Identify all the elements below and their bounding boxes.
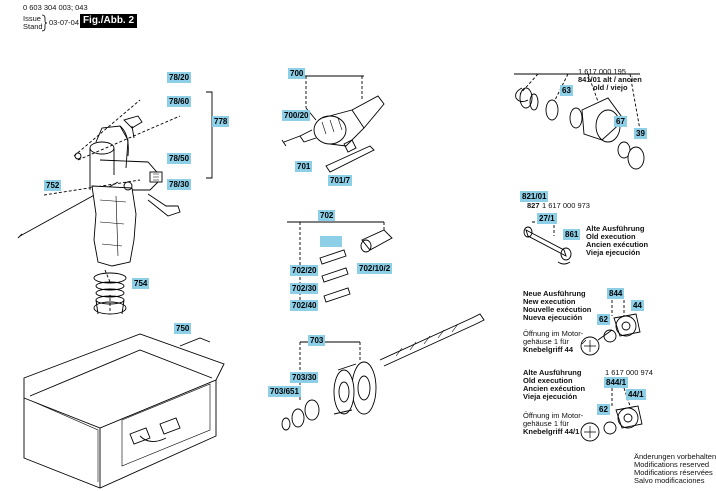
opening-note-1-line1: Öffnung im Motor- (523, 329, 584, 338)
part-label-703-30: 703/30 (290, 372, 319, 383)
opening-note-2-line3: Knebelgriff 44/1 (523, 427, 580, 436)
part-827-label: 827 (527, 201, 540, 210)
part-label-703-651: 703/651 (268, 386, 301, 397)
part-label-700-20: 700/20 (282, 110, 311, 121)
old-execution-1-de: Alte Ausführung (586, 224, 645, 233)
old-execution-1-es: Vieja ejecución (586, 248, 641, 257)
part-label-844-1: 844/1 (604, 377, 629, 388)
footer-note-es: Salvo modificaciones (634, 476, 705, 485)
old-execution-2-de: Alte Ausführung (523, 368, 582, 377)
part-label-39: 39 (634, 128, 647, 139)
part-label-750: 750 (174, 323, 192, 334)
part-label-752: 752 (44, 180, 62, 191)
stand-label: Stand (23, 22, 43, 31)
part-label-78-20: 78/20 (167, 72, 192, 83)
part-label-78-60: 78/60 (167, 96, 192, 107)
new-execution-en: New execution (523, 297, 576, 306)
part-label-62: 62 (597, 314, 610, 325)
chuck-old-note: old / viejo (593, 83, 628, 92)
footer-note-de: Änderungen vorbehalten (634, 452, 716, 461)
part-label-754: 754 (132, 278, 150, 289)
new-execution-es: Nueva ejecución (523, 313, 583, 322)
part-label-78-50: 78/50 (167, 153, 192, 164)
part-label-27-1: 27/1 (537, 213, 557, 224)
issue-date: 03-07-04 (49, 18, 80, 27)
part-label-62-old: 62 (597, 404, 610, 415)
part-label-701: 701 (295, 161, 313, 172)
part-label-703: 703 (308, 335, 326, 346)
footer-note-en: Modifications reserved (634, 460, 710, 469)
old-execution-1-fr: Ancien exécution (586, 240, 649, 249)
part-label-702-40: 702/40 (290, 300, 319, 311)
chuck-alt-note: 841/01 alt / ancien (578, 75, 642, 84)
part-label-702: 702 (318, 210, 336, 221)
part-label-702-blank (320, 236, 342, 247)
old-execution-2-number: 1 617 000 974 (605, 368, 653, 377)
old-execution-2-es: Vieja ejecución (523, 392, 578, 401)
issue-label: Issue (23, 14, 41, 23)
footer-note-fr: Modifications réservées (634, 468, 713, 477)
part-label-44: 44 (631, 300, 644, 311)
part-label-778: 778 (212, 116, 230, 127)
opening-note-2-line2: gehäuse 1 für (523, 419, 569, 428)
new-execution-de: Neue Ausführung (523, 289, 586, 298)
old-execution-1-en: Old execution (586, 232, 636, 241)
figure-title: Fig./Abb. 2 (80, 14, 137, 28)
opening-note-1-line3: Knebelgriff 44 (523, 345, 574, 354)
part-label-701-7: 701/7 (328, 175, 353, 186)
part-label-700: 700 (288, 68, 306, 79)
part-label-702-20: 702/20 (290, 265, 319, 276)
part-label-44-1: 44/1 (626, 389, 646, 400)
old-execution-2-en: Old execution (523, 376, 573, 385)
part-label-702-30: 702/30 (290, 283, 319, 294)
part-label-78-30: 78/30 (167, 179, 192, 190)
chuck-part-number: 1 617 000 195 (578, 67, 626, 76)
part-label-702-10-2: 702/10/2 (357, 263, 393, 274)
doc-number: 0 603 304 003; 043 (23, 3, 88, 12)
opening-note-2-line1: Öffnung im Motor- (523, 411, 584, 420)
part-label-821-01: 821/01 (520, 191, 549, 202)
part-label-844: 844 (607, 288, 625, 299)
new-execution-fr: Nouvelle exécution (523, 305, 592, 314)
part-827-number: 1 617 000 973 (542, 201, 590, 210)
part-label-67: 67 (614, 116, 627, 127)
old-execution-2-fr: Ancien exécution (523, 384, 586, 393)
opening-note-1-line2: gehäuse 1 für (523, 337, 569, 346)
part-label-63: 63 (560, 85, 573, 96)
part-label-861: 861 (563, 229, 581, 240)
